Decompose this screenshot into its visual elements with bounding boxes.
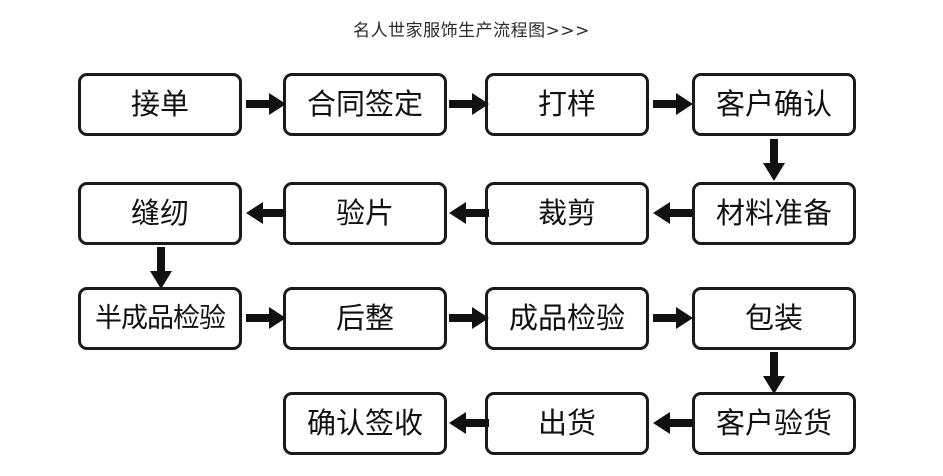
arrow-right-icon [246,307,286,329]
flow-node-chengpinjianyan[interactable]: 成品检验 [485,287,649,350]
flow-node-chuhuo[interactable]: 出货 [485,392,649,455]
arrow-left-icon [653,202,693,224]
arrow-right-icon [246,93,286,115]
arrow-right-icon [449,93,489,115]
arrow-left-icon [653,412,693,434]
flow-node-kehuqueren[interactable]: 客户确认 [692,73,856,136]
flow-node-baozhuang[interactable]: 包装 [692,287,856,350]
arrow-right-icon [653,307,693,329]
flow-node-yanpian[interactable]: 验片 [283,182,447,245]
flow-node-jiedan[interactable]: 接单 [78,73,242,136]
arrow-left-icon [246,202,286,224]
flow-node-cailiaozhunbei[interactable]: 材料准备 [692,182,856,245]
arrow-left-icon [449,202,489,224]
flow-node-caijian[interactable]: 裁剪 [485,182,649,245]
arrow-left-icon [449,412,489,434]
arrow-right-icon [449,307,489,329]
flow-node-fengren[interactable]: 缝纫 [78,182,242,245]
flow-node-querenqianshou[interactable]: 确认签收 [283,392,447,455]
flow-node-hetongqianding[interactable]: 合同签定 [283,73,447,136]
arrow-down-icon [763,352,785,394]
arrow-down-icon [763,139,785,181]
page-title: 名人世家服饰生产流程图>>> [353,21,590,41]
flow-node-dayang[interactable]: 打样 [485,73,649,136]
flow-node-kehuyanhuo[interactable]: 客户验货 [692,392,856,455]
arrow-right-icon [653,93,693,115]
arrow-down-icon [150,247,172,289]
flow-node-houzheng[interactable]: 后整 [283,287,447,350]
flow-node-banchengpinjianyan[interactable]: 半成品检验 [78,287,242,350]
